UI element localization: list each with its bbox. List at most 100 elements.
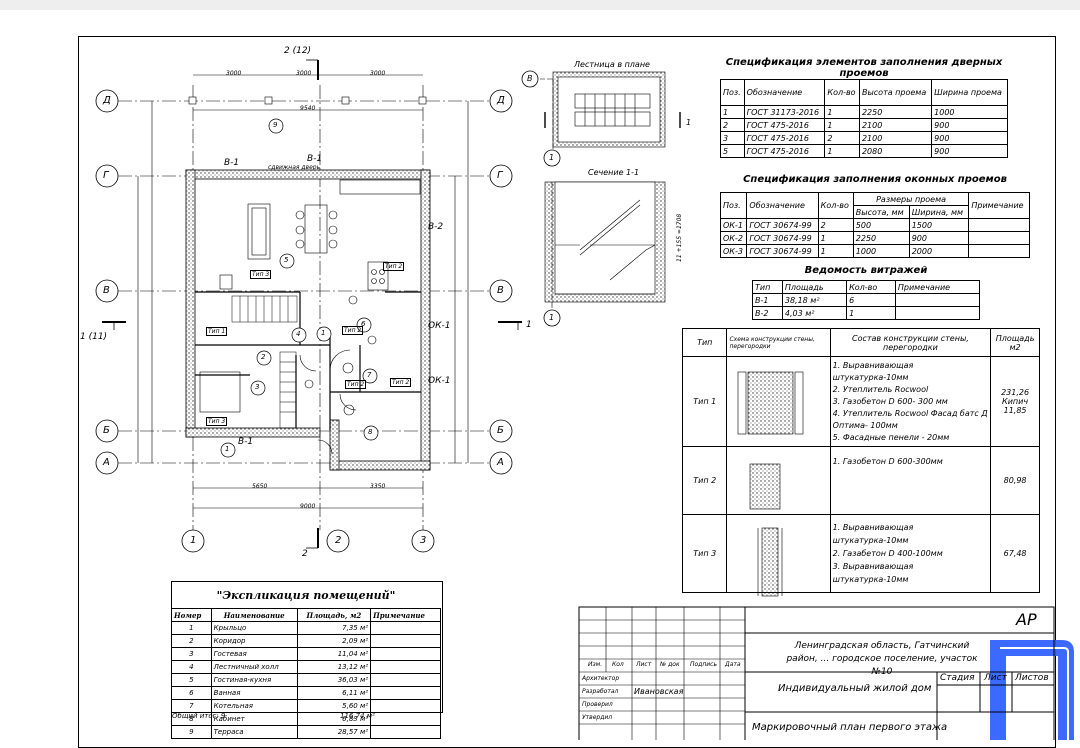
axis-label-right-A: А	[497, 457, 504, 468]
label-ok1-a: ОК-1	[428, 321, 451, 331]
section-mark-right: 1	[526, 320, 532, 330]
room-num-9: 9	[273, 121, 278, 129]
main-stair	[231, 295, 298, 429]
room-num-4: 4	[296, 330, 301, 338]
cell: 900	[931, 144, 1008, 158]
dim-top-2: 3000	[296, 70, 312, 77]
dim-top-total: 9540	[300, 105, 316, 112]
cell: ГОСТ 475-2016	[743, 144, 826, 158]
axis-label-left-D: Д	[103, 95, 111, 106]
comp-line: 2. Утеплитель Rocwool	[832, 384, 929, 394]
cell: 28,57 м²	[296, 725, 372, 739]
th: Ширина проема	[931, 79, 1008, 106]
axis-label-3: 3	[420, 535, 427, 546]
stamp-col: № док	[660, 661, 680, 668]
comp-line: 1. Газобетон D 600-300мм	[832, 457, 943, 466]
th: Обозначение	[746, 192, 819, 219]
wall-type-tag: Тип 3	[206, 417, 228, 426]
wall-composition: 1. Выравнивающая штукатурка-10мм 2. Газа…	[829, 514, 992, 593]
wall-sketch-cell	[726, 356, 831, 447]
axis-label-right-V: В	[497, 285, 504, 296]
axis-bubble-D-left	[95, 89, 119, 113]
stamp-role: Архитектор	[582, 675, 620, 682]
axis-label-right-G: Г	[497, 170, 503, 181]
wall-type: Тип 2	[681, 446, 728, 515]
axis-label-1: 1	[190, 535, 197, 546]
axis-label-left-A: А	[103, 457, 110, 468]
stamp-col: Кол	[612, 661, 624, 668]
room-num-1: 1	[225, 445, 230, 453]
cell: 1	[824, 144, 860, 158]
label-v1-mid: В-1	[307, 154, 323, 164]
section-mark-top: 2 (12)	[284, 46, 312, 56]
wall-type-tag: Тип 2	[342, 326, 364, 335]
wall-table: Тип Схема конструкции стены, перегородки…	[681, 328, 1040, 593]
stair-plan-axis2: 1	[549, 153, 555, 162]
dim-bottom-1: 5650	[252, 483, 268, 490]
stamp-role: Проверил	[582, 701, 613, 708]
cell: 1	[817, 244, 854, 258]
stamp-col: Лист	[636, 661, 652, 668]
room-num-2: 2	[261, 353, 266, 361]
wall-sketch-cell	[726, 514, 831, 593]
cell: Терраса	[210, 725, 298, 739]
stamp-sheet-label: Лист	[984, 673, 1007, 683]
wall-area: 67,48	[990, 514, 1040, 593]
wall-area: 80,98	[990, 446, 1040, 515]
top-bar	[0, 0, 1080, 10]
stair-plan-axis: В	[527, 74, 533, 83]
wall-area: 231,26 Кипич 11,85	[990, 356, 1040, 447]
label-ok1-b: ОК-1	[428, 376, 451, 386]
wall-composition: 1. Выравнивающая штукатурка-10мм 2. Утеп…	[829, 356, 992, 447]
room-num-3: 3	[255, 383, 260, 391]
section-axis: 1	[549, 313, 555, 322]
section-mark-left: 1 (11)	[80, 332, 108, 342]
cell: ОК-3	[719, 244, 748, 258]
section-drawing	[544, 181, 666, 320]
sdvizh-label: сдвижная дверь	[268, 164, 321, 171]
dim-bottom-2: 3350	[370, 483, 386, 490]
room-num-8: 8	[368, 428, 373, 436]
cell: 1	[846, 306, 896, 320]
stamp-object: Индивидуальный жилой дом	[778, 683, 932, 694]
th: Тип	[681, 328, 728, 357]
cell: 1000	[852, 244, 910, 258]
wall-type-tag: Тип 2	[345, 380, 367, 389]
logo-mark	[990, 640, 1074, 740]
stamp-col: Дата	[725, 661, 741, 668]
cell: ГОСТ 30674-99	[746, 244, 819, 258]
comp-line: 4. Утеплитель Rocwool Фасад батс Д Оптим…	[832, 408, 988, 430]
cell	[894, 306, 981, 320]
room-num-6: 6	[361, 320, 366, 328]
wall-type-tag: Тип 2	[383, 262, 405, 271]
stamp-location: Ленинградская область, Гатчинский район,…	[786, 641, 978, 677]
wall-composition: 1. Газобетон D 600-300мм	[829, 446, 992, 515]
room-num-1b: 1	[321, 329, 326, 337]
stamp-developer: Ивановская	[634, 687, 684, 696]
stamp-role: Разработал	[582, 688, 619, 695]
axis-label-right-B: Б	[497, 425, 504, 436]
stamp-col: Изм.	[588, 661, 603, 668]
label-v2: В-2	[428, 222, 444, 232]
window-spec-title: Спецификация заполнения оконных проемов	[743, 174, 1007, 185]
room-num-5: 5	[284, 256, 289, 264]
label-v1-top: В-1	[224, 158, 240, 168]
axis-label-left-V: В	[103, 285, 110, 296]
th: Кол-во	[824, 79, 860, 106]
cell	[968, 244, 1030, 258]
dim-bottom-total: 9000	[300, 503, 316, 510]
comp-line: 1. Выравнивающая штукатурка-10мм	[832, 523, 914, 545]
comp-line: 3. Выравнивающая штукатурка-10мм	[832, 562, 914, 584]
stamp-code: АР	[1016, 610, 1037, 629]
stair-plan-drawing	[540, 71, 681, 158]
cell	[370, 725, 441, 739]
stamp-stage: Стадия	[940, 673, 975, 683]
axis-label-2: 2	[335, 535, 342, 546]
stamp-sheet-title: Маркировочный план первого этажа	[752, 722, 948, 733]
stamp-role: Утвердил	[582, 714, 613, 721]
